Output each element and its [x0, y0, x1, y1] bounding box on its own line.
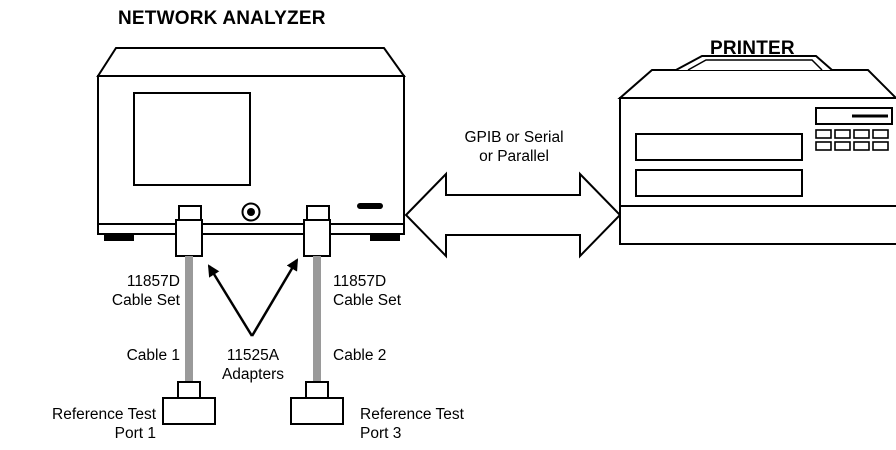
right-adapter — [306, 205, 330, 221]
reference-port-3-label: Reference Test Port 3 — [360, 405, 464, 443]
printer-title: PRINTER — [710, 38, 795, 59]
right-cable-set-line2: Cable Set — [333, 292, 402, 309]
analyzer-screen — [133, 92, 251, 186]
printer-buttons — [815, 129, 889, 151]
printer-slot-lower — [635, 169, 803, 197]
connection-label: GPIB or Serial or Parallel — [430, 128, 598, 166]
left-cable-set-line2: Cable Set — [111, 292, 180, 309]
power-switch — [357, 203, 383, 209]
left-ref-port-body — [162, 397, 216, 425]
left-cable-set-line1: 11857D — [126, 273, 180, 290]
left-ref-port-neck — [177, 381, 201, 399]
adapters-line2: Adapters — [221, 366, 285, 383]
left-cable-assembly — [162, 205, 216, 425]
printer — [617, 55, 896, 245]
reference-port-1-line1: Reference Test — [52, 406, 156, 423]
cable-1-label: Cable 1 — [126, 347, 180, 364]
analyzer-foot-left — [104, 234, 134, 241]
reference-port-1-label: Reference Test Port 1 — [0, 405, 156, 443]
right-cable-set-label: 11857D Cable Set — [333, 272, 401, 310]
right-cable-set-line1: 11857D — [333, 273, 387, 290]
reference-port-1-line2: Port 1 — [114, 425, 156, 442]
adapter-arrow-left — [207, 264, 254, 337]
adapters-line1: 11525A — [226, 347, 280, 364]
printer-slot-upper — [635, 133, 803, 161]
analyzer-foot-right — [370, 234, 400, 241]
connection-label-line1: GPIB or Serial — [464, 129, 564, 146]
printer-top — [617, 69, 896, 99]
right-cable — [313, 256, 321, 382]
left-cable — [185, 256, 193, 382]
analyzer-top-face — [96, 47, 406, 77]
right-cable-connector — [303, 219, 331, 257]
left-adapter — [178, 205, 202, 221]
adapters-label: 11525A Adapters — [200, 346, 306, 384]
reference-port-3-line1: Reference Test — [360, 406, 464, 423]
adapter-arrows — [207, 258, 299, 337]
right-cable-assembly — [290, 205, 344, 425]
connection-label-line2: or Parallel — [479, 148, 549, 165]
right-ref-port-body — [290, 397, 344, 425]
center-connector — [241, 202, 261, 222]
network-analyzer — [96, 47, 406, 241]
adapter-arrow-right — [250, 258, 299, 337]
left-cable-set-label: 11857D Cable Set — [70, 272, 180, 310]
reference-port-3-line2: Port 3 — [360, 425, 402, 442]
analyzer-title: NETWORK ANALYZER — [118, 8, 326, 29]
left-cable-connector — [175, 219, 203, 257]
right-ref-port-neck — [305, 381, 329, 399]
cable-2-label: Cable 2 — [333, 347, 387, 364]
connection-arrow — [404, 171, 622, 259]
